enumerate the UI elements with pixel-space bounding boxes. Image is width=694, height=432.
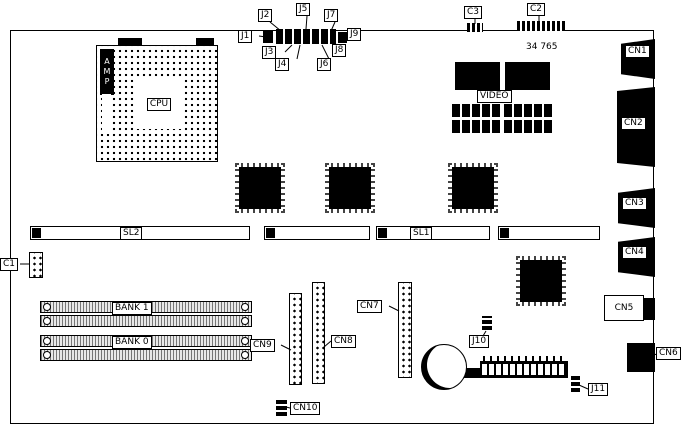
slot-sl1 [376,226,490,240]
label-c2: C2 [527,3,546,16]
socket-lever-slot [102,94,111,134]
qfp-chip [448,163,498,213]
cpu-die-area: CPU [134,79,184,129]
terminal-block-body [480,361,568,378]
slot-segment [264,226,370,240]
jumper-block [338,32,347,43]
label-cn4: CN4 [622,246,647,259]
label-cn3: CN3 [622,197,647,210]
label-cn8: CN8 [331,335,356,348]
component-c2 [517,21,565,31]
qfp-chip [235,163,285,213]
component-c3 [467,23,483,32]
video-memory-row [452,120,500,133]
amp-brand-label: AMP [100,49,114,95]
label-j3: J3 [262,46,277,59]
simm-socket-bank0-b [40,349,252,361]
label-cn2: CN2 [621,117,646,130]
label-cn6: CN6 [656,347,681,360]
label-cn9: CN9 [250,339,275,352]
slot-segment [498,226,600,240]
label-c1: C1 [0,258,19,271]
label-j2: J2 [258,9,273,22]
socket-key-bar [196,38,214,46]
label-cn1: CN1 [625,45,650,58]
connector-cn7 [398,282,412,378]
label-j10: J10 [469,335,490,348]
part-number: 34 765 [526,42,558,52]
connector-cn8 [312,282,325,384]
label-cn10: CN10 [290,402,321,415]
label-j7: J7 [324,9,339,22]
socket-key-bar [118,38,142,46]
connector-cn6 [627,343,655,372]
label-bank1: BANK 1 [112,302,152,315]
label-j6: J6 [317,58,332,71]
label-j11: J11 [588,383,609,396]
terminal-block [480,356,568,378]
label-cn5: CN5 [604,295,644,321]
label-j1: J1 [238,30,253,43]
label-cn7: CN7 [357,300,382,313]
video-memory-row [504,104,552,117]
label-j8: J8 [332,44,347,57]
video-memory-row [452,104,500,117]
jumper-j10 [482,316,492,330]
qfp-chip [516,256,566,306]
simm-socket-bank1-b [40,315,252,327]
jumper-block-row [276,29,336,44]
component-c1 [29,252,43,278]
terminal-block-pins [483,356,565,361]
qfp-chip [325,163,375,213]
battery [421,344,467,390]
jumper-block [263,31,273,43]
label-c3: C3 [464,6,483,19]
connector-cn9 [289,293,302,385]
label-video: VIDEO [477,90,512,103]
cpu-label: CPU [146,97,172,111]
label-j5: J5 [296,3,311,16]
connector-cn10 [276,398,287,416]
video-chip-left [455,62,500,90]
label-j9: J9 [347,28,362,41]
video-memory-row [504,120,552,133]
jumper-j11 [571,376,580,392]
label-bank0: BANK 0 [112,336,152,349]
video-chip-right [505,62,550,90]
label-sl2: SL2 [120,227,143,240]
connector-cn5-port [644,298,655,320]
label-sl1: SL1 [410,227,433,240]
label-j4: J4 [275,58,290,71]
